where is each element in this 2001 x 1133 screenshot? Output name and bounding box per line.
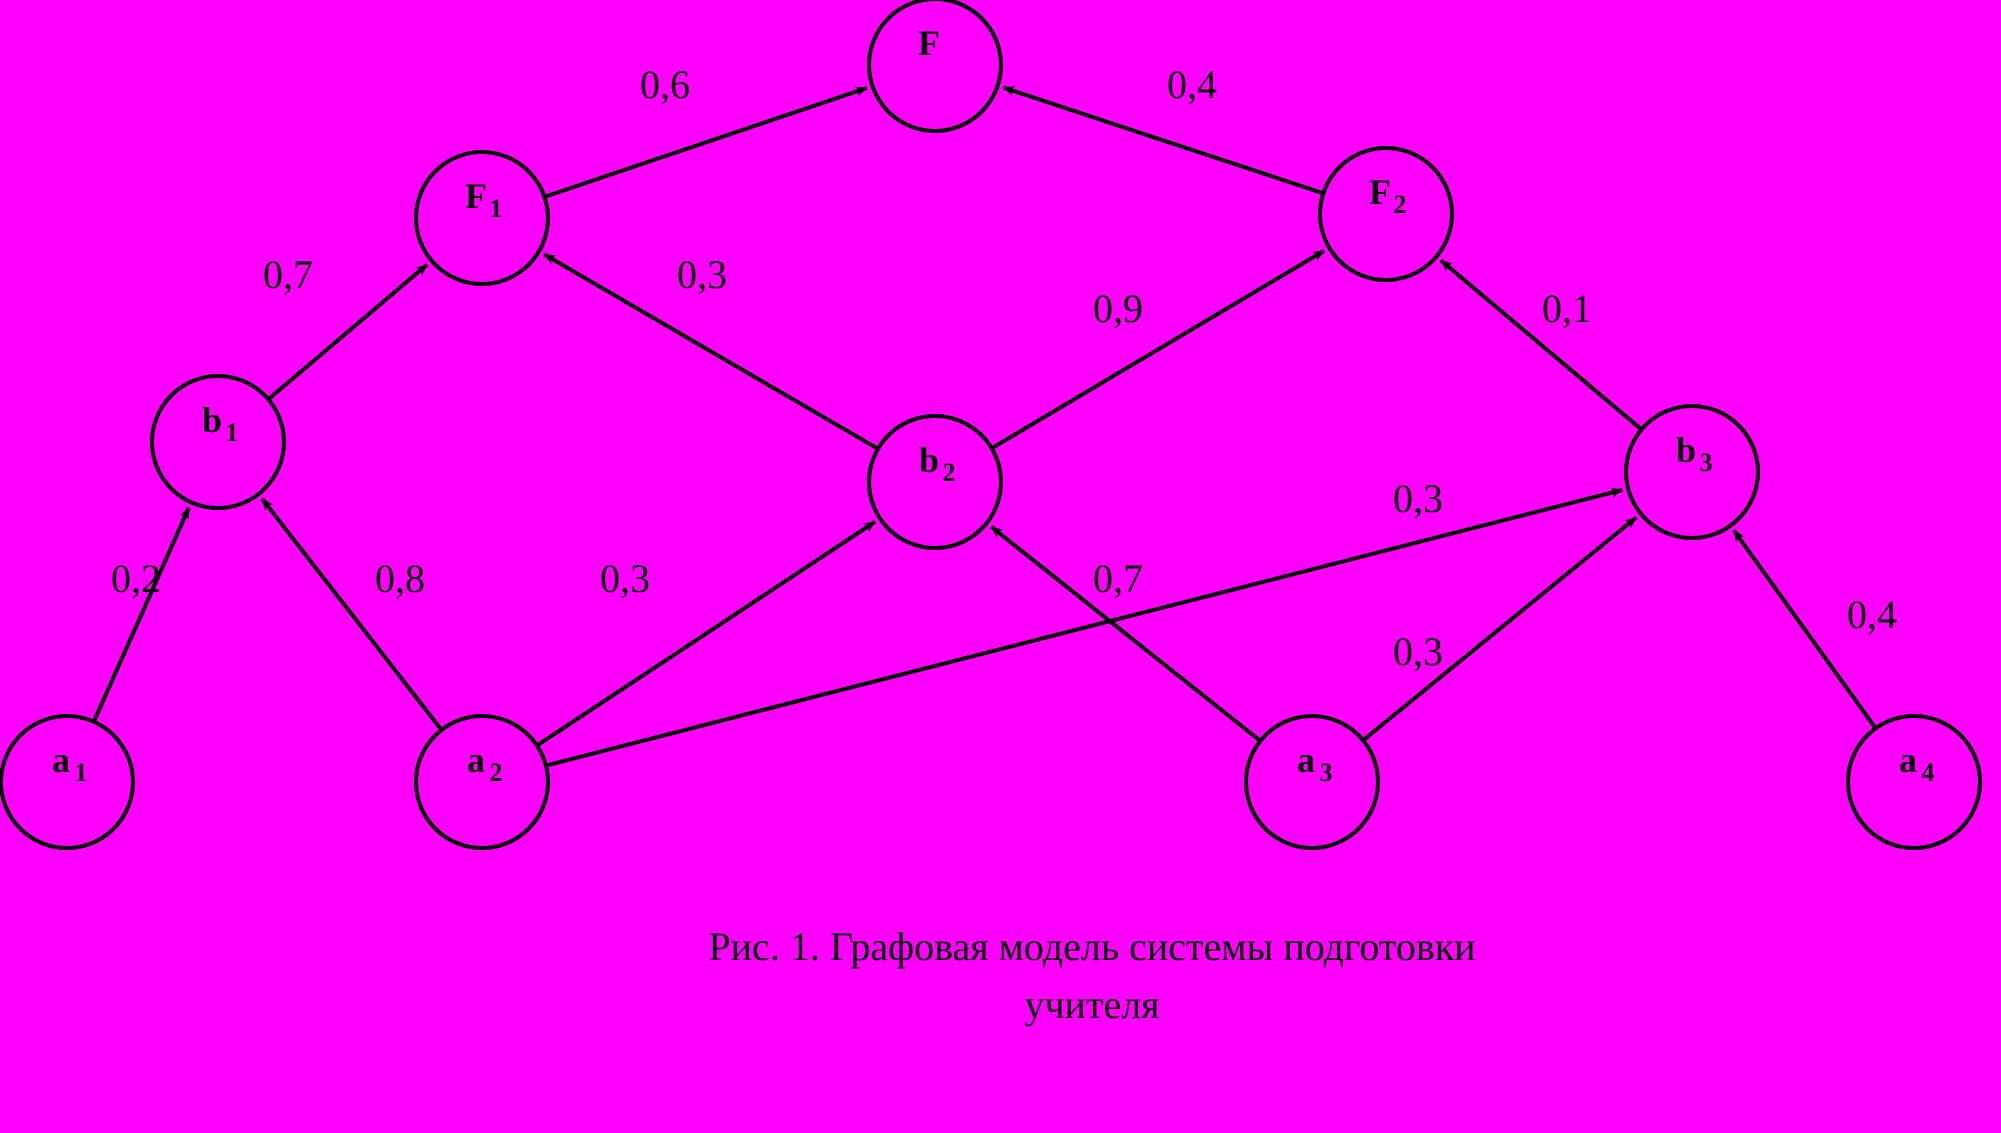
node-circle-a1: [0, 714, 135, 850]
edge-F1-to-F: [543, 86, 868, 199]
node-label-b3: b: [1676, 430, 1696, 470]
node-label-a1: a: [52, 740, 70, 780]
node-subscript-a3: 3: [1320, 758, 1333, 787]
edge-b1-to-F1: [267, 263, 429, 401]
node-circle-b1: [150, 374, 286, 510]
edge-weight-a1-to-b1: 0,2: [111, 556, 161, 601]
edge-weight-a3-to-b2: 0,7: [1093, 556, 1143, 601]
edge-weight-b2-to-F2: 0,9: [1093, 286, 1143, 331]
node-label-a4: a: [1899, 740, 1917, 780]
edge-a4-to-b3: [1732, 529, 1878, 730]
edge-weight-a4-to-b3: 0,4: [1847, 592, 1897, 637]
node-circle-a2: [414, 714, 550, 850]
node-subscript-b3: 3: [1700, 448, 1713, 477]
node-circle-F2: [1318, 146, 1454, 282]
node-label-F: F: [918, 23, 940, 63]
node-subscript-F2: 2: [1394, 190, 1407, 219]
node-circle-F1: [414, 150, 550, 286]
node-circle-a3: [1244, 714, 1380, 850]
edge-weight-a3-to-b3: 0,3: [1393, 629, 1443, 674]
node-subscript-a1: 1: [75, 758, 88, 787]
node-label-a2: a: [467, 740, 485, 780]
edge-weight-a2-to-b2: 0,3: [600, 556, 650, 601]
node-label-F2: F: [1369, 172, 1391, 212]
edge-weight-F2-to-F: 0,4: [1167, 62, 1217, 107]
node-label-a3: a: [1297, 740, 1315, 780]
node-label-b2: b: [919, 440, 939, 480]
edge-a2-to-b1: [260, 497, 444, 732]
node-circle-b3: [1624, 404, 1760, 540]
figure-caption-line-1: Рис. 1. Графовая модель системы подготов…: [708, 924, 1475, 969]
node-subscript-b2: 2: [943, 458, 956, 487]
node-subscript-F1: 1: [490, 194, 503, 223]
edge-weight-b1-to-F1: 0,7: [263, 252, 313, 297]
edge-b2-to-F1: [543, 252, 880, 451]
node-subscript-a4: 4: [1922, 758, 1935, 787]
figure-caption-line-2: учителя: [1024, 982, 1159, 1027]
edge-weight-F1-to-F: 0,6: [640, 62, 690, 107]
edge-weight-a2-to-b1: 0,8: [375, 556, 425, 601]
node-F: F: [867, 0, 1003, 133]
node-label-b1: b: [202, 400, 222, 440]
edge-a2-to-b3: [545, 487, 1624, 768]
node-subscript-a2: 2: [490, 758, 503, 787]
edge-a2-to-b2: [535, 520, 877, 748]
edge-a3-to-b3: [1361, 515, 1638, 742]
edge-b2-to-F2: [990, 249, 1326, 451]
edge-b3-to-F2: [1439, 258, 1643, 432]
node-label-F1: F: [465, 176, 487, 216]
node-circle-a4: [1846, 714, 1982, 850]
edge-F2-to-F: [1002, 85, 1324, 196]
edge-a1-to-b1: [91, 506, 191, 723]
node-circle-F: [867, 0, 1003, 133]
edge-weight-b2-to-F1: 0,3: [677, 252, 727, 297]
edge-weight-b3-to-F2: 0,1: [1542, 286, 1592, 331]
edges-layer: [91, 85, 1878, 768]
node-circle-b2: [867, 414, 1003, 550]
edge-a3-to-b2: [990, 525, 1262, 743]
edge-weight-a2-to-b3: 0,3: [1393, 476, 1443, 521]
node-subscript-b1: 1: [226, 418, 239, 447]
edge-weights-layer: 0,6 0,4 0,7 0,3 0,9 0,1 0,2 0,8 0,3 0,3 0,7 0,3 0,4: [111, 62, 1897, 674]
